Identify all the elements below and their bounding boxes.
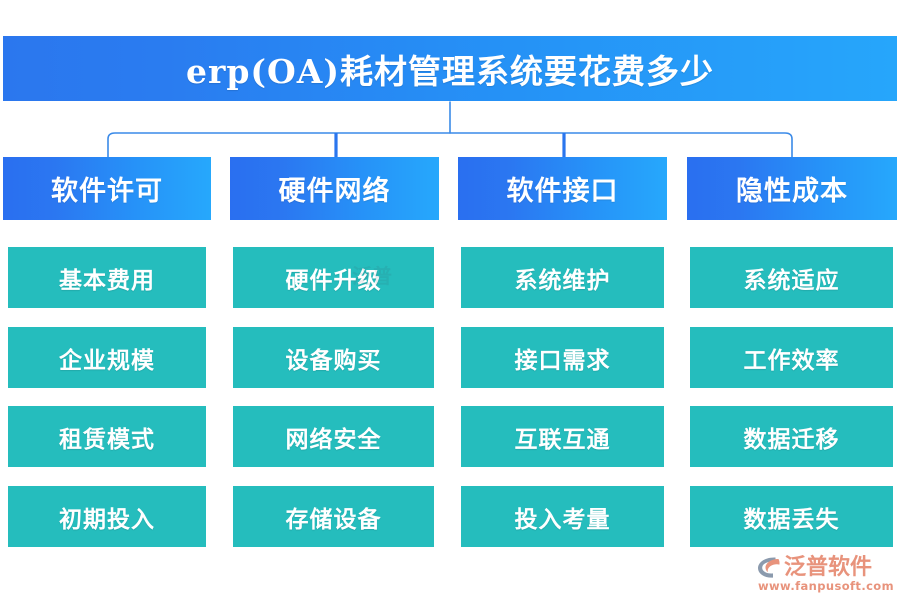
logo-wordmark: 泛普软件 [784,553,873,580]
item-label: 系统适应 [743,266,840,294]
item-label: 系统维护 [514,266,611,294]
item-label: 数据丢失 [743,505,840,533]
item-box[interactable]: 硬件升级 [233,247,434,308]
connector-bracket [107,101,793,158]
fanpu-logo-icon [758,556,780,578]
item-label: 初期投入 [59,505,155,533]
item-box[interactable]: 数据丢失 [690,486,893,547]
item-label: 数据迁移 [743,425,840,453]
diagram-title-banner: erp(OA)耗材管理系统要花费多少 [3,36,897,101]
item-label: 投入考量 [514,505,611,533]
item-box[interactable]: 租赁模式 [8,406,206,467]
category-header-2[interactable]: 硬件网络 [230,157,439,220]
item-box[interactable]: 企业规模 [8,327,206,388]
item-box[interactable]: 系统适应 [690,247,893,308]
item-label: 企业规模 [59,346,155,374]
item-box[interactable]: 存储设备 [233,486,434,547]
item-box[interactable]: 网络安全 [233,406,434,467]
logo-url: www.fanpusoft.com [758,579,894,593]
item-label: 工作效率 [743,346,840,374]
item-box[interactable]: 互联互通 [461,406,664,467]
item-label: 网络安全 [285,425,382,453]
item-box[interactable]: 系统维护 [461,247,664,308]
category-header-4[interactable]: 隐性成本 [687,157,897,220]
category-header-1[interactable]: 软件许可 [3,157,211,220]
item-box[interactable]: 工作效率 [690,327,893,388]
item-label: 存储设备 [285,505,382,533]
logo-top-row: 泛普软件 [756,554,872,580]
item-label: 租赁模式 [59,425,155,453]
page-title: erp(OA)耗材管理系统要花费多少 [185,51,715,91]
category-header-label: 硬件网络 [278,176,391,207]
category-header-label: 软件许可 [51,176,163,207]
item-box[interactable]: 投入考量 [461,486,664,547]
item-label: 基本费用 [59,266,155,294]
item-box[interactable]: 接口需求 [461,327,664,388]
brand-logo: 泛普软件 www.fanpusoft.com [756,554,896,594]
item-label: 互联互通 [514,425,611,453]
item-label: 接口需求 [514,346,611,374]
item-box[interactable]: 初期投入 [8,486,206,547]
category-header-label: 隐性成本 [736,176,848,207]
item-label: 设备购买 [285,346,382,374]
item-label: 硬件升级 [285,266,382,294]
item-box[interactable]: 设备购买 [233,327,434,388]
category-header-3[interactable]: 软件接口 [458,157,667,220]
item-box[interactable]: 基本费用 [8,247,206,308]
item-box[interactable]: 数据迁移 [690,406,893,467]
category-header-label: 软件接口 [506,176,619,207]
